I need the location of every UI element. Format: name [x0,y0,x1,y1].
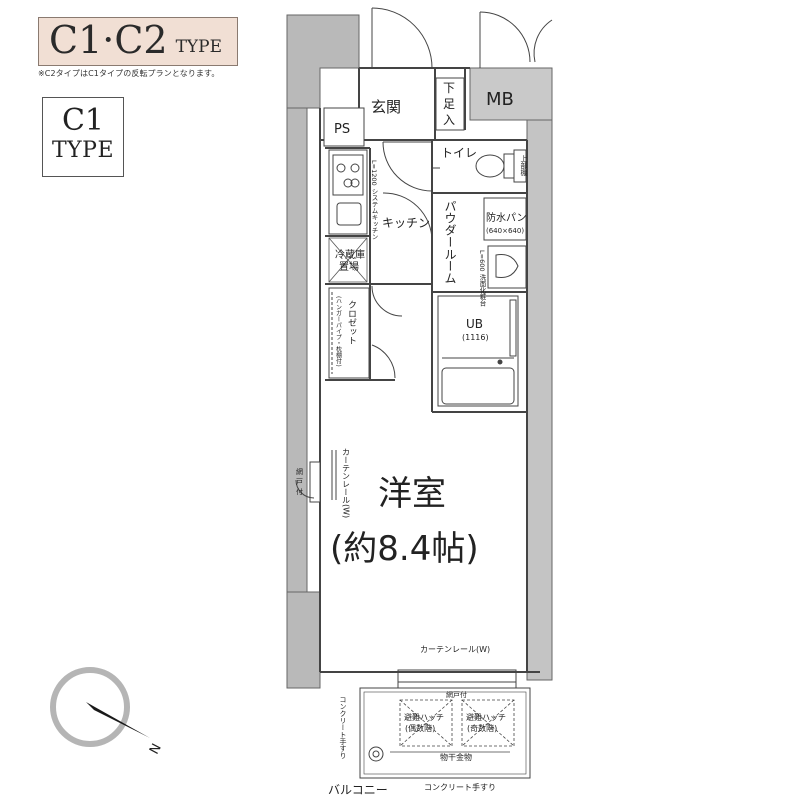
shoe-box-label-3: 入 [443,113,455,127]
room-toilet: トイレ [441,146,477,160]
waterproof-pan [483,197,527,241]
waterproof-pan-size: (640×640) [486,227,524,235]
concrete-rail-horizontal-label: コンクリート手すり [424,782,496,792]
evacuation-hatches [390,699,515,753]
curtain-rail-horizontal-label: カーテンレール(W) [420,645,490,654]
screen-door-horizontal-label: 網戸付 [446,690,467,699]
balcony-label: バルコニー [328,783,388,797]
kitchen-system-label: L=1200 システムキッチン [370,160,378,240]
closet-note: (ハンガーパイプ・枕棚付) [335,296,342,367]
hanger-label: 物干金物 [440,752,472,762]
ub-size: (1116) [462,333,489,342]
fridge-label-1: 冷蔵庫 [335,248,365,261]
room-genkan: 玄関 [371,98,401,116]
compass-icon [50,667,150,747]
screen-door-label-1: 網 [296,467,303,476]
curtain-rail-vertical [295,450,337,503]
kitchen-counter [328,149,368,235]
screen-door-label-3: 付 [296,487,303,496]
unit-bath [437,295,519,407]
room-ub: UB [466,317,483,331]
screen-door-label-2: 戸 [296,478,303,486]
type-suffix: TYPE [175,37,223,57]
plan-note: ※C2タイプはC1タイプの反転プランとなります。 [38,69,220,78]
room-ps: PS [334,122,350,137]
structural-walls [286,14,553,689]
plan-type-line1: C1 [61,103,105,138]
balcony-outline [359,669,531,779]
shoe-box-label-1: 下 [443,81,455,95]
curtain-rail-vertical-label: カーテンレール(W) [342,448,351,518]
closet-label: クロゼット [346,300,357,345]
toilet-fixture [432,149,527,183]
closet [328,287,370,379]
interior-walls [319,67,540,673]
shoe-box-label-2: 足 [443,97,455,111]
shelf-label: 上部棚 [520,154,528,177]
vanity [487,245,527,289]
vanity-label: L=600 洗面化粧台 [478,250,486,307]
shoe-box [435,77,465,131]
type-title-box: C1·C2 TYPE [38,17,238,66]
entrance-doors [371,7,553,69]
fridge-label-2: 置場 [339,260,359,273]
balcony-drain [368,746,384,762]
ps-box [323,107,365,147]
type-title: C1·C2 [49,18,168,62]
plan-type-box: C1 TYPE [42,97,124,177]
concrete-rail-vertical-label: コンクリート手すり [339,696,347,759]
compass-north-label: N [147,741,165,757]
room-powder: パウダールーム [443,200,457,284]
room-western: 洋室 [378,474,446,514]
fridge-space [328,237,368,283]
hatch-odd-label-2: (奇数階) [467,723,497,733]
kitchen-doors [371,141,433,379]
room-kitchen: キッチン [382,216,430,230]
room-western-size: (約8.4帖) [330,529,479,569]
waterproof-pan-label: 防水パン [486,211,527,224]
hatch-odd-label-1: 避難ハッチ [466,712,506,722]
plan-type-line2: TYPE [51,138,115,163]
room-mb: MB [486,89,514,110]
hatch-even-label-1: 避難ハッチ [404,712,444,722]
hatch-even-label-2: (偶数階) [405,723,435,733]
